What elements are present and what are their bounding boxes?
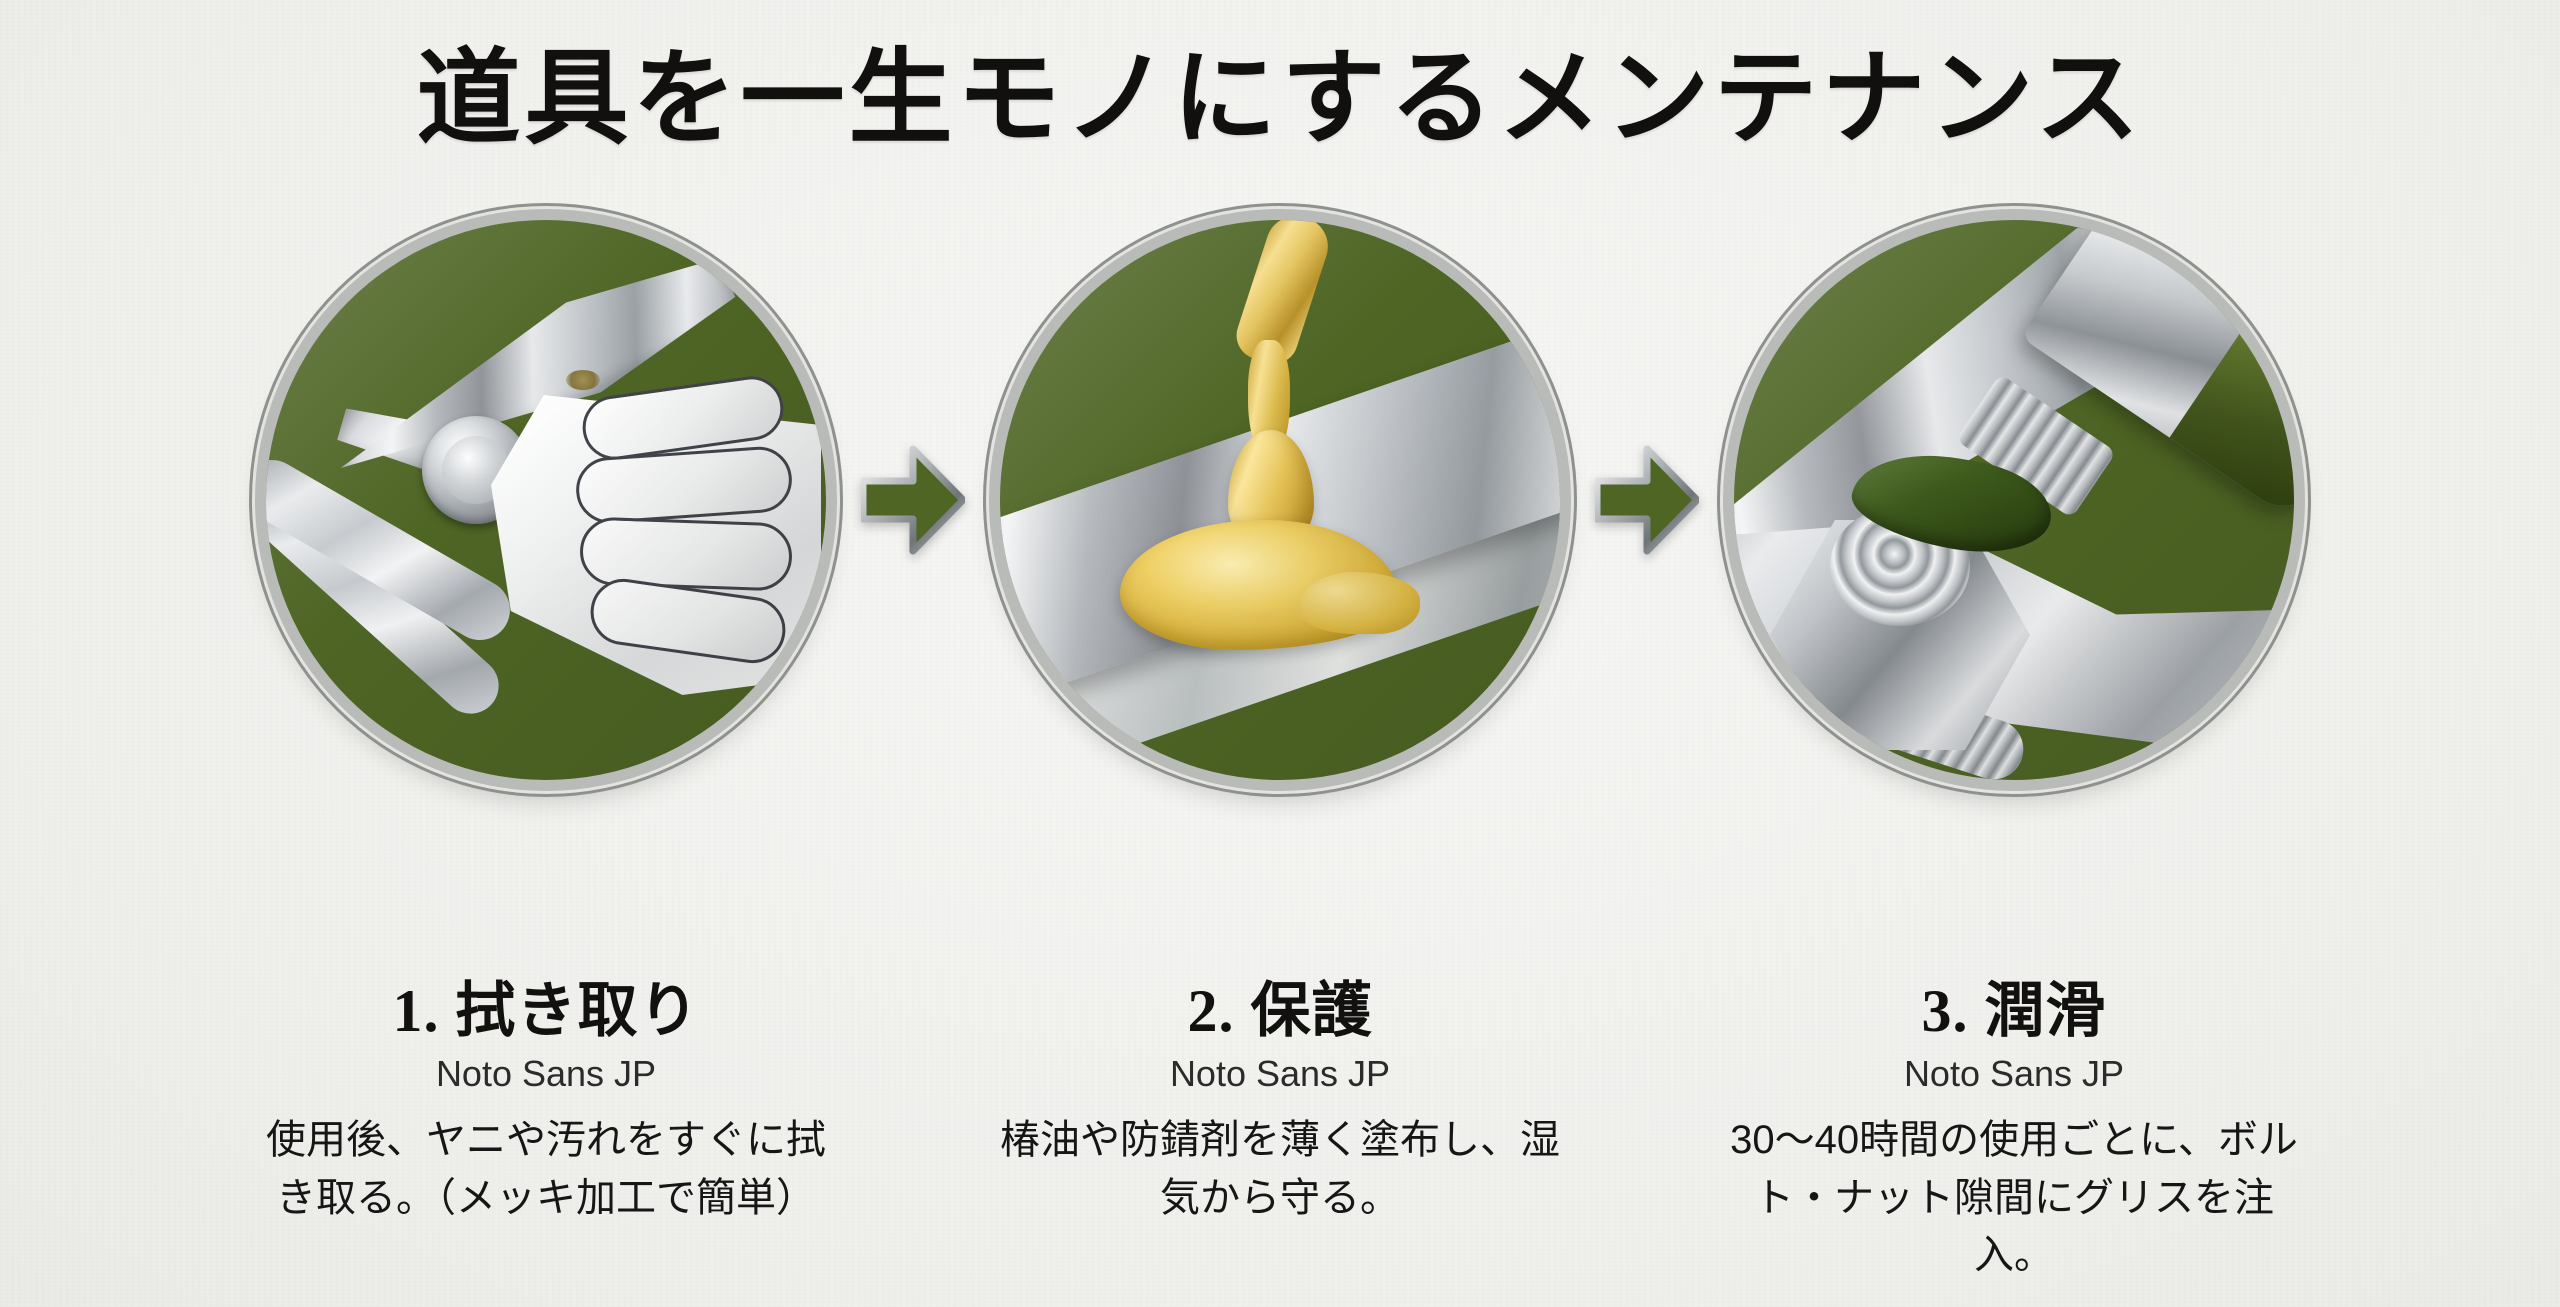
step-1-heading: 1. 拭き取り: [392, 978, 700, 1044]
step-3-description: 30〜40時間の使用ごとに、ボルト・ナット隙間にグリスを注入。: [1730, 1118, 2298, 1278]
step-2-circle-image: [1000, 220, 1560, 780]
caption-gap-1: [843, 980, 983, 1285]
captions-row: 1. 拭き取り Noto Sans JP 使用後、ヤニや汚れをすぐに拭き取る。（…: [0, 980, 2560, 1285]
step-1-caption: 1. 拭き取り Noto Sans JP 使用後、ヤニや汚れをすぐに拭き取る。（…: [249, 980, 843, 1285]
step-1-circle-image: [266, 220, 826, 780]
steps-row: [0, 200, 2560, 800]
grease-tube-body-icon: [2169, 313, 2294, 522]
step-3-heading: 3. 潤滑: [1921, 978, 2107, 1044]
step-3-font-label: Noto Sans JP: [1903, 1053, 2125, 1094]
step-1-description: 使用後、ヤニや汚れをすぐに拭き取る。（メッキ加工で簡単）: [266, 1118, 826, 1220]
step-2-heading: 2. 保護: [1187, 978, 1373, 1044]
step-2-font-label: Noto Sans JP: [1169, 1053, 1391, 1094]
step-3-circle-image: [1734, 220, 2294, 780]
hand-icon: [548, 370, 826, 680]
step-1-font-label: Noto Sans JP: [435, 1053, 657, 1094]
arrow-step2-to-step3-wrap: [1577, 445, 1717, 555]
step-2-caption: 2. 保護 Noto Sans JP 椿油や防錆剤を薄く塗布し、湿気から守る。: [983, 980, 1577, 1285]
oil-dropper-icon: [1230, 220, 1336, 370]
step-1-illustration-wrap: [249, 220, 843, 780]
page-title: 道具を一生モノにするメンテナンス: [416, 42, 2144, 157]
arrow-step1-to-step2-wrap: [843, 445, 983, 555]
step-2-illustration-wrap: [983, 220, 1577, 780]
step-2-description: 椿油や防錆剤を薄く塗布し、湿気から守る。: [1000, 1118, 1560, 1220]
arrow-right-icon: [1595, 445, 1699, 555]
caption-gap-2: [1577, 980, 1717, 1285]
arrow-right-icon: [861, 445, 965, 555]
step-3-caption: 3. 潤滑 Noto Sans JP 30〜40時間の使用ごとに、ボルト・ナット…: [1717, 980, 2311, 1285]
step-3-illustration-wrap: [1717, 220, 2311, 780]
oil-pool-tail-icon: [1300, 572, 1420, 634]
